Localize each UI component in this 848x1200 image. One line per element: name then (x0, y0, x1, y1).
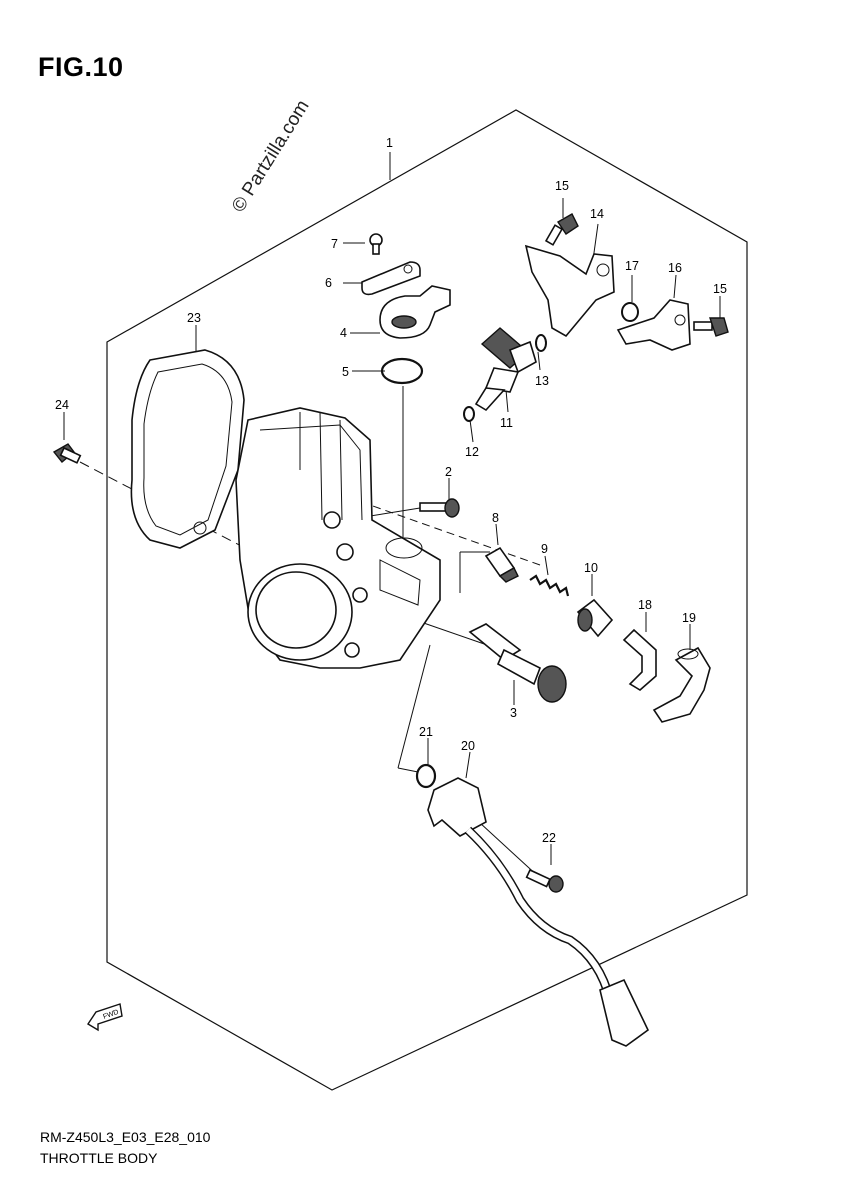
part-washer-17 (621, 302, 639, 322)
callout-numbers: 1 2 3 4 5 6 7 8 9 10 11 12 13 14 15 15 1… (55, 136, 727, 845)
callout-8: 8 (492, 511, 499, 525)
part-idle-screw-3 (468, 623, 567, 703)
model-code: RM-Z450L3_E03_E28_010 (40, 1129, 211, 1145)
part-adjuster-10 (576, 598, 614, 638)
callout-13: 13 (535, 374, 549, 388)
figure-title: FIG.10 (38, 52, 124, 82)
part-cover-23 (130, 349, 245, 549)
callout-10: 10 (584, 561, 598, 575)
callout-17: 17 (625, 259, 639, 273)
assembly-outline (106, 109, 748, 1091)
part-hose-18 (622, 628, 657, 691)
diagram-caption: THROTTLE BODY (40, 1150, 158, 1166)
callout-2: 2 (445, 465, 452, 479)
part-bolt-15a (544, 213, 579, 246)
callout-1: 1 (386, 136, 393, 150)
part-bolt-24 (52, 443, 82, 464)
part-o-ring-13 (535, 334, 547, 352)
callout-20: 20 (461, 739, 475, 753)
part-bolt-15b (693, 317, 729, 337)
leader-lines (63, 152, 721, 879)
callout-14: 14 (590, 207, 604, 221)
part-screw-7 (369, 233, 383, 255)
part-o-ring-21 (415, 763, 437, 789)
callout-11: 11 (500, 416, 513, 430)
part-o-ring-12 (463, 406, 475, 422)
part-sensor-4 (379, 285, 451, 339)
callout-18: 18 (638, 598, 652, 612)
part-injector-11 (474, 327, 537, 412)
callout-3: 3 (510, 706, 517, 720)
part-pin-8 (484, 546, 519, 583)
part-o-ring-5 (380, 357, 424, 385)
callout-7: 7 (331, 237, 338, 251)
callout-21: 21 (419, 725, 433, 739)
part-screw-2 (419, 498, 460, 518)
part-plate-6 (361, 261, 421, 296)
callout-15b: 15 (713, 282, 727, 296)
part-hose-19 (652, 646, 711, 723)
callout-12: 12 (465, 445, 479, 459)
part-sensor-16 (616, 299, 691, 351)
callout-22: 22 (542, 831, 556, 845)
part-bracket-14 (524, 244, 615, 338)
callout-9: 9 (541, 542, 548, 556)
callout-6: 6 (325, 276, 332, 290)
callout-15a: 15 (555, 179, 569, 193)
part-sensor-harness-20 (427, 777, 650, 1047)
part-throttle-body-1 (235, 407, 441, 669)
callout-23: 23 (187, 311, 201, 325)
callout-19: 19 (682, 611, 696, 625)
callout-4: 4 (340, 326, 347, 340)
part-spring-9 (529, 574, 570, 597)
fwd-arrow: FWD (87, 1003, 123, 1032)
callout-24: 24 (55, 398, 69, 412)
part-bolt-22 (525, 868, 564, 893)
callout-16: 16 (668, 261, 682, 275)
callout-5: 5 (342, 365, 349, 379)
